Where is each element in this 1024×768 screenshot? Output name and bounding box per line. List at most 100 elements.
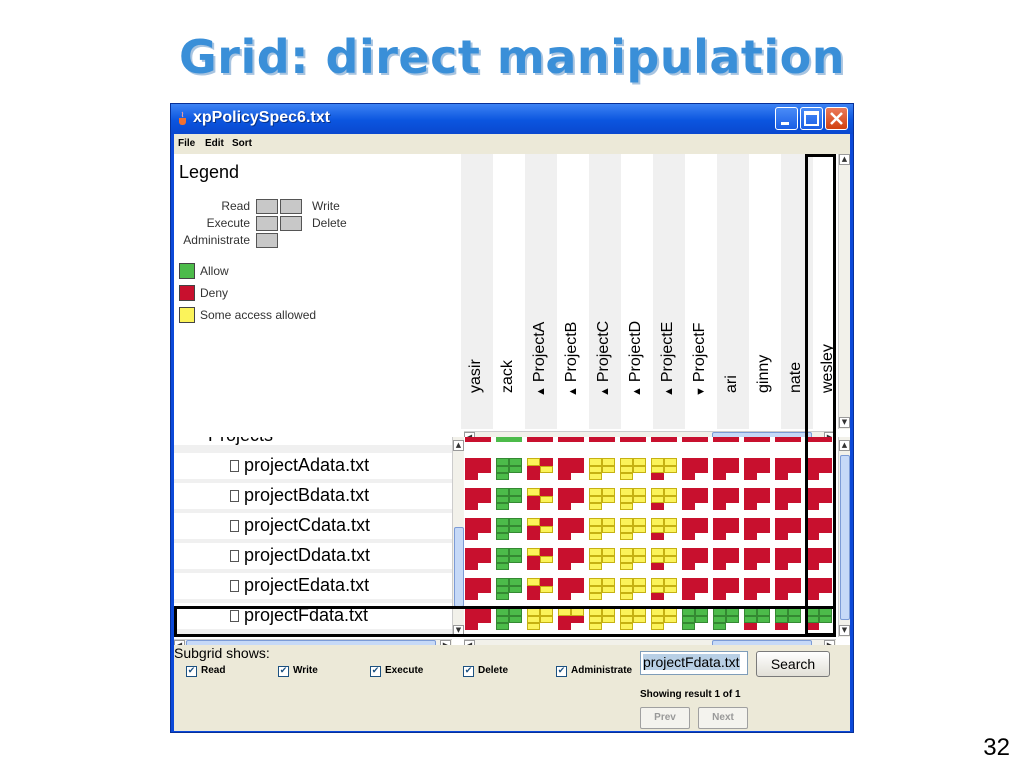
grid-cell[interactable] [775,548,803,570]
grid-cell[interactable] [806,488,833,510]
grid-cell[interactable] [775,458,803,480]
grid-cell[interactable] [806,548,833,570]
grid-cell-partial[interactable] [744,437,772,442]
grid-cell[interactable] [465,518,493,540]
column-header[interactable]: yasir [461,154,493,429]
menu-edit[interactable]: Edit [205,138,224,149]
column-header[interactable]: ginny [749,154,781,429]
prev-button[interactable]: Prev [640,707,690,729]
next-button[interactable]: Next [698,707,748,729]
scroll-down-button[interactable]: ▼ [839,417,850,428]
grid-cell[interactable] [744,548,772,570]
menu-sort[interactable]: Sort [232,138,252,149]
tree-row[interactable]: projectCdata.txt [174,513,452,539]
grid-cell[interactable] [558,488,586,510]
grid-cell[interactable] [713,548,741,570]
grid-cell[interactable] [775,578,803,600]
expand-arrow-icon[interactable]: ▲ [631,386,643,397]
grid-cell[interactable] [744,578,772,600]
tree-row[interactable]: projectFdata.txt [174,603,452,629]
grid-cell[interactable] [496,518,524,540]
grid-cell[interactable] [496,488,524,510]
grid-cell[interactable] [620,518,648,540]
grid-cell[interactable] [806,458,833,480]
grid-right-scrollbar[interactable]: ▲ ▼ [838,437,850,637]
grid-cell[interactable] [589,458,617,480]
grid-vscroll-thumb[interactable] [454,527,464,607]
column-header[interactable]: zack [493,154,525,429]
grid-cell[interactable] [558,608,586,630]
grid-cell[interactable] [589,608,617,630]
grid-cell[interactable] [806,518,833,540]
collapse-arrow-icon[interactable]: ▼ [695,386,707,397]
permission-grid[interactable] [461,437,833,637]
grid-cell[interactable] [682,458,710,480]
grid-cell-partial[interactable] [496,437,524,442]
grid-cell[interactable] [465,548,493,570]
grid-cell[interactable] [806,608,833,630]
grid-cell[interactable] [558,518,586,540]
grid-cell[interactable] [651,608,679,630]
grid-cell[interactable] [744,518,772,540]
grid-cell[interactable] [589,518,617,540]
column-header[interactable]: nate [781,154,813,429]
tree-row[interactable]: projectAdata.txt [174,453,452,479]
grid-cell[interactable] [527,608,555,630]
grid-cell[interactable] [775,608,803,630]
grid-right-scroll-down-button[interactable]: ▼ [839,625,850,636]
grid-cell[interactable] [682,608,710,630]
grid-cell[interactable] [713,578,741,600]
grid-cell-partial[interactable] [682,437,710,442]
grid-cell[interactable] [589,578,617,600]
grid-cell[interactable] [496,548,524,570]
grid-cell[interactable] [558,458,586,480]
grid-cell-partial[interactable] [527,437,555,442]
scroll-up-button[interactable]: ▲ [839,154,850,165]
grid-cell-partial[interactable] [713,437,741,442]
expand-arrow-icon[interactable]: ▲ [535,386,547,397]
grid-cell[interactable] [713,488,741,510]
grid-cell[interactable] [496,608,524,630]
grid-cell[interactable] [527,458,555,480]
grid-cell[interactable] [682,488,710,510]
grid-left-scrollbar[interactable]: ▲ ▼ [452,437,464,637]
grid-cell-partial[interactable] [775,437,803,442]
grid-cell[interactable] [620,458,648,480]
grid-cell[interactable] [527,548,555,570]
grid-cell[interactable] [558,578,586,600]
column-header[interactable]: ▲ProjectB [557,154,589,429]
grid-cell[interactable] [496,578,524,600]
minimize-button[interactable] [775,107,798,130]
grid-cell[interactable] [651,488,679,510]
column-header[interactable]: ari [717,154,749,429]
tree-row[interactable]: projectDdata.txt [174,543,452,569]
grid-cell-partial[interactable] [620,437,648,442]
grid-cell-partial[interactable] [465,437,493,442]
grid-cell[interactable] [651,578,679,600]
column-header[interactable]: ▲ProjectA [525,154,557,429]
search-button[interactable]: Search [756,651,830,677]
grid-cell-partial[interactable] [558,437,586,442]
tree-row[interactable]: projectBdata.txt [174,483,452,509]
expand-arrow-icon[interactable]: ▲ [567,386,579,397]
grid-cell[interactable] [775,518,803,540]
grid-cell[interactable] [496,458,524,480]
grid-cell[interactable] [558,548,586,570]
grid-cell[interactable] [775,488,803,510]
grid-right-scroll-up-button[interactable]: ▲ [839,440,850,451]
column-header[interactable]: ▲ProjectC [589,154,621,429]
grid-cell-partial[interactable] [651,437,679,442]
tree-row-projects[interactable]: Projects [174,437,452,445]
grid-cell[interactable] [744,458,772,480]
expand-arrow-icon[interactable]: ▲ [599,386,611,397]
grid-cell[interactable] [744,608,772,630]
grid-cell[interactable] [713,458,741,480]
title-bar[interactable]: xpPolicySpec6.txt [171,104,853,134]
grid-cell[interactable] [713,518,741,540]
grid-scroll-up-button[interactable]: ▲ [453,440,464,451]
menu-file[interactable]: File [178,138,196,149]
grid-cell[interactable] [620,608,648,630]
grid-cell[interactable] [465,608,493,630]
grid-cell[interactable] [651,518,679,540]
grid-cell[interactable] [620,548,648,570]
